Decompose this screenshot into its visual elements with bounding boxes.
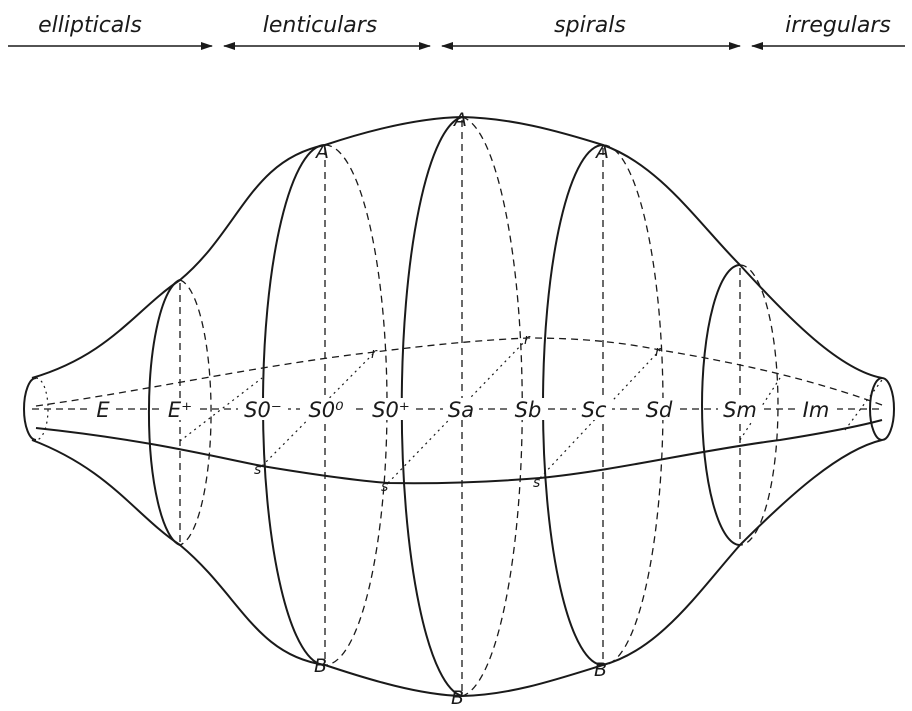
stage-s0-plus: S0⁺ [372, 398, 410, 422]
stage-bg-sm [718, 398, 762, 420]
category-ellipticals-label: ellipticals [38, 13, 142, 38]
cross-section-e-left [23, 377, 37, 441]
lower-s-curve [35, 419, 883, 485]
stage-bg-sb [510, 398, 546, 420]
stage-im: Im [803, 398, 830, 422]
stage-sc: Sc [582, 398, 607, 422]
stage-s0-minus: S0⁻ [244, 398, 282, 422]
stage-s0-zero: S0⁰ [308, 398, 344, 422]
category-header: ellipticals lenticulars spirals irregula… [8, 13, 905, 50]
stage-bg-e [92, 398, 114, 420]
cross-section-eplus-back [179, 279, 212, 546]
pole-b-center: B [451, 687, 464, 709]
stage-bg-sa [443, 398, 479, 420]
cross-section-sm-back [739, 264, 779, 546]
stage-bg-s0zero [300, 398, 352, 420]
cross-section-eplus [147, 279, 181, 546]
stage-bg-im [795, 398, 837, 420]
label-r-2: r [524, 332, 531, 348]
label-r-1: r [371, 346, 378, 362]
stage-bg-s0minus [238, 398, 288, 420]
category-lenticulars-label: lenticulars [263, 13, 377, 38]
pole-b-right: B [594, 659, 607, 681]
envelope-bottom [31, 439, 883, 698]
cross-section-im [869, 377, 895, 441]
cross-section-sm [701, 264, 741, 546]
stage-sb: Sb [515, 398, 542, 422]
stage-e: E [96, 398, 110, 422]
stage-sa: Sa [448, 398, 474, 422]
upper-r-curve [35, 337, 883, 407]
label-s-2: s [381, 479, 388, 495]
stage-eplus: E⁺ [168, 398, 192, 422]
envelope-top [31, 115, 883, 379]
stage-bg-eplus [162, 398, 196, 420]
pole-a-center: A [452, 109, 467, 131]
stage-bg-sc [576, 398, 612, 420]
pole-b-left: B [314, 655, 327, 677]
diagonal-bar-1 [261, 351, 376, 467]
label-s-3: s [533, 475, 540, 491]
stage-labels: E E⁺ S0⁻ S0⁰ S0⁺ Sa Sb Sc Sd Sm Im [92, 398, 837, 422]
diagonal-bar-5 [844, 379, 883, 431]
stage-sd: Sd [646, 398, 673, 422]
pole-a-right: A [594, 141, 609, 163]
label-r-3: r [655, 344, 662, 360]
label-s-1: s [254, 462, 261, 478]
category-spirals-label: spirals [554, 13, 626, 38]
category-irregulars-label: irregulars [785, 13, 891, 38]
stage-bg-sd [641, 398, 677, 420]
stage-bg-s0plus [366, 398, 416, 420]
stage-sm: Sm [723, 398, 757, 422]
pole-a-left: A [314, 141, 329, 163]
